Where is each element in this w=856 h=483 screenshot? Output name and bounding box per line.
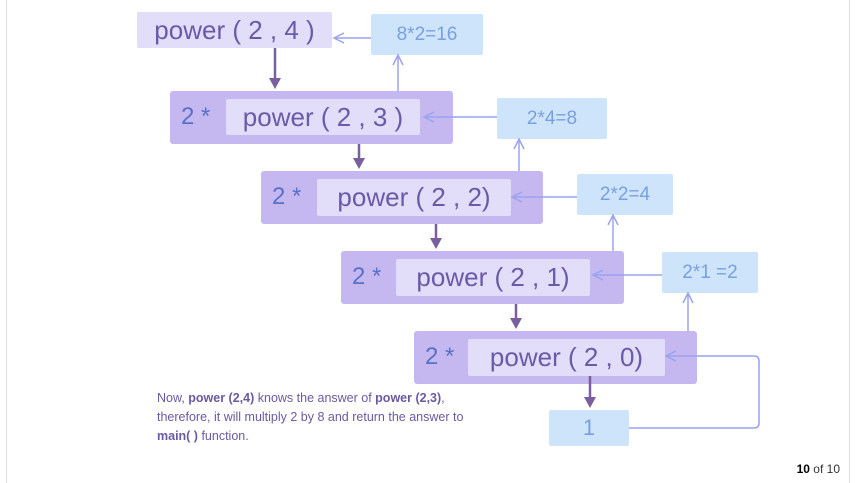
call-label: power ( 2 , 1) bbox=[416, 262, 570, 292]
call-box-power-2-0: 2 * power ( 2 , 0) bbox=[414, 331, 697, 384]
down-arrow-1 bbox=[269, 48, 281, 89]
return-box-4: 2*2=4 bbox=[577, 174, 673, 215]
call-box-power-2-3: 2 * power ( 2 , 3 ) bbox=[170, 91, 453, 144]
return-box-8: 2*4=8 bbox=[497, 98, 607, 139]
call-arrows bbox=[269, 48, 596, 408]
note-text: function. bbox=[197, 429, 249, 443]
slide-frame bbox=[6, 0, 850, 483]
call-label: power ( 2 , 0) bbox=[489, 342, 644, 372]
slide-counter: 10 of 10 bbox=[797, 462, 840, 476]
return-box-2: 2*1 =2 bbox=[662, 252, 758, 293]
call-inner: power ( 2 , 2) bbox=[317, 179, 511, 216]
total-slides: 10 bbox=[826, 462, 840, 476]
multiplier-label: 2 * bbox=[272, 183, 302, 210]
down-arrow-5 bbox=[584, 376, 596, 408]
note-bold-main: main( ) bbox=[157, 429, 198, 443]
return-box-1: 1 bbox=[549, 410, 629, 446]
pager-separator: of bbox=[813, 462, 824, 476]
note-text: , therefore, it will multiply 2 by 8 and… bbox=[157, 391, 464, 424]
multiplier-label: 2 * bbox=[181, 103, 211, 130]
down-arrow-2 bbox=[353, 144, 365, 169]
note-text: knows the answer of bbox=[254, 391, 376, 405]
call-label: power ( 2 , 4 ) bbox=[154, 14, 315, 45]
explanation-text: Now, power (2,4) knows the answer of pow… bbox=[157, 389, 497, 446]
note-bold-call: power (2,4) bbox=[188, 391, 255, 405]
call-inner: power ( 2 , 1) bbox=[396, 259, 590, 296]
call-label: power ( 2 , 3 ) bbox=[242, 101, 404, 132]
multiplier-label: 2 * bbox=[425, 343, 455, 370]
call-box-power-2-1: 2 * power ( 2 , 1) bbox=[341, 251, 624, 304]
return-arrows bbox=[332, 32, 760, 429]
down-arrow-3 bbox=[430, 224, 442, 249]
call-inner: power ( 2 , 3 ) bbox=[226, 99, 420, 135]
call-box-power-2-4: power ( 2 , 4 ) bbox=[137, 12, 332, 48]
down-arrow-4 bbox=[510, 304, 522, 329]
current-slide: 10 bbox=[796, 462, 810, 476]
call-label: power ( 2 , 2) bbox=[337, 182, 491, 212]
return-box-16: 8*2=16 bbox=[371, 14, 483, 55]
note-text: Now, bbox=[157, 391, 189, 405]
call-inner: power ( 2 , 0) bbox=[468, 339, 665, 376]
multiplier-label: 2 * bbox=[352, 263, 382, 290]
note-bold-call: power (2,3) bbox=[375, 391, 442, 405]
call-box-power-2-2: 2 * power ( 2 , 2) bbox=[261, 171, 543, 224]
